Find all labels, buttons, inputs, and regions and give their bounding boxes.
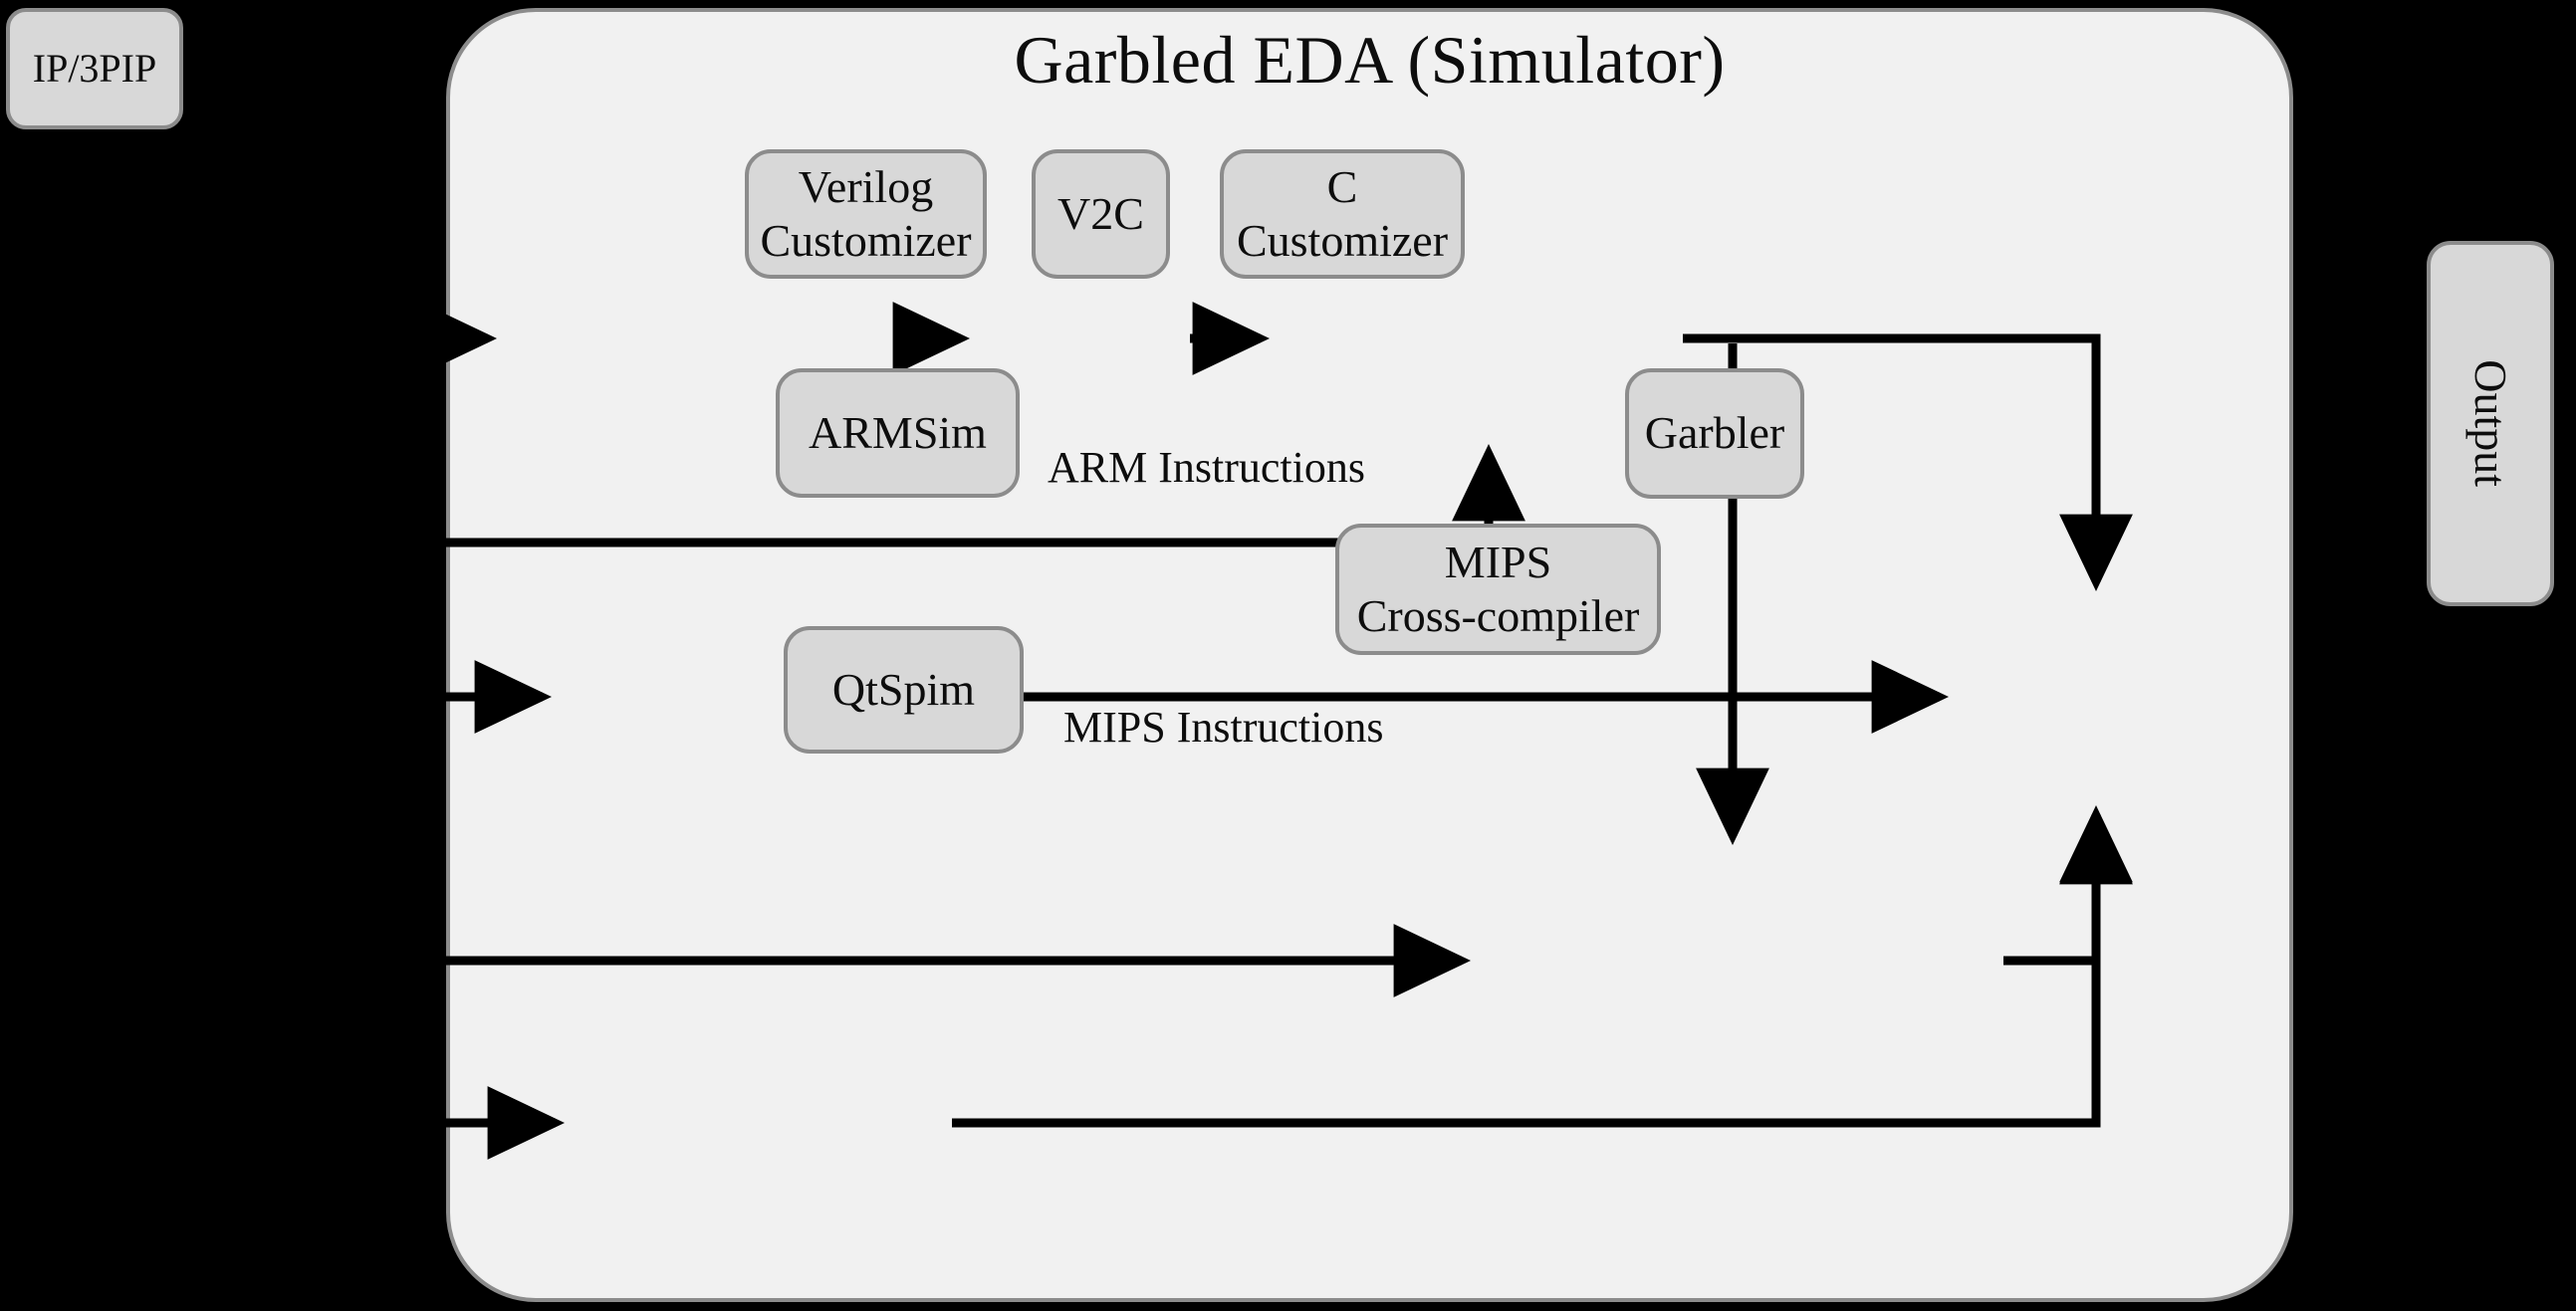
node-qtspim[interactable]: QtSpim — [784, 626, 1024, 754]
node-armsim-label: ARMSim — [809, 406, 987, 458]
node-ip3pip-label: IP/3PIP — [32, 46, 157, 92]
node-verilog-customizer[interactable]: Verilog Customizer — [745, 149, 987, 279]
node-mips-cross-compiler-label: MIPS Cross-compiler — [1357, 536, 1640, 644]
node-qtspim-label: QtSpim — [831, 663, 976, 715]
node-mips-cross-compiler-line1: MIPS — [1444, 536, 1552, 587]
edge-label-arm-instructions: ARM Instructions — [1048, 443, 1365, 492]
node-layer: Verilog Customizer V2C C Customizer ARMS… — [446, 8, 2293, 1302]
node-verilog-customizer-line1: Verilog — [798, 160, 934, 212]
node-c-customizer-label: C Customizer — [1237, 160, 1448, 269]
node-verilog-customizer-line2: Customizer — [760, 215, 972, 266]
node-armsim[interactable]: ARMSim — [776, 368, 1020, 498]
node-v2c-label: V2C — [1057, 187, 1144, 239]
node-c-customizer-line2: Customizer — [1236, 215, 1449, 266]
node-output[interactable]: Output — [2427, 241, 2554, 606]
node-output-label: Output — [2465, 359, 2517, 488]
panel-title-text: Garbled EDA (Simulator) — [1014, 22, 1726, 98]
node-v2c[interactable]: V2C — [1032, 149, 1170, 279]
node-ip3pip[interactable]: IP/3PIP — [6, 8, 183, 129]
page-title: Garbled EDA (Simulator) — [446, 20, 2293, 102]
node-garbler-label: Garbler — [1644, 407, 1785, 459]
node-c-customizer-line1: C — [1326, 160, 1358, 212]
edge-label-mips-instructions: MIPS Instructions — [1063, 703, 1384, 752]
node-garbler[interactable]: Garbler — [1625, 368, 1804, 499]
node-mips-cross-compiler[interactable]: MIPS Cross-compiler — [1335, 524, 1661, 655]
node-verilog-customizer-label: Verilog Customizer — [760, 160, 971, 269]
node-mips-cross-compiler-line2: Cross-compiler — [1356, 590, 1640, 641]
node-c-customizer[interactable]: C Customizer — [1220, 149, 1465, 279]
